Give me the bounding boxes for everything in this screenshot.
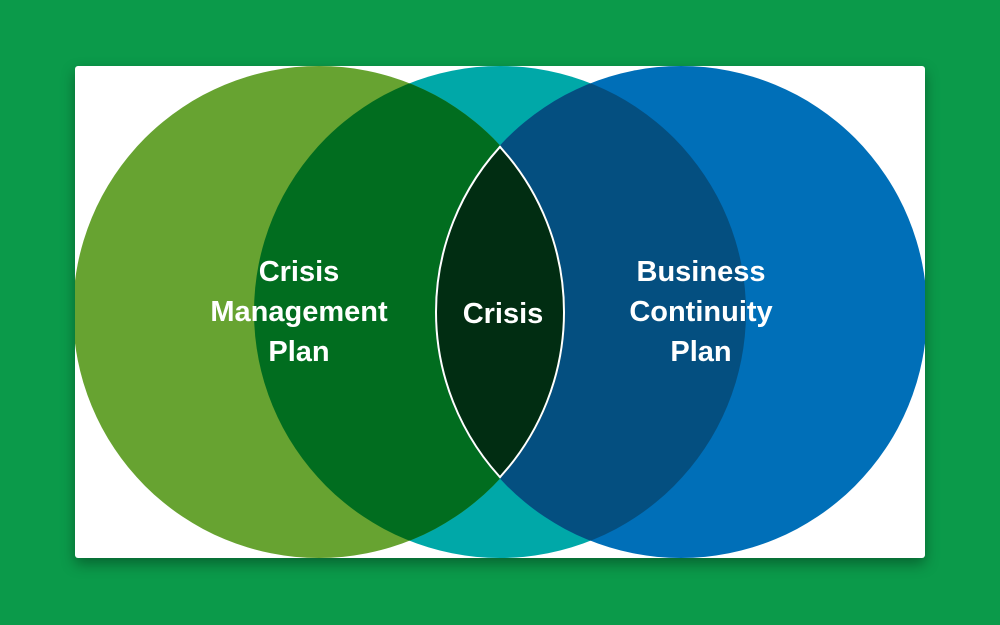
center-label: Crisis — [443, 294, 563, 334]
venn-diagram — [75, 66, 925, 558]
right-circle-label: Business Continuity Plan — [581, 252, 821, 372]
left-label-line-2: Management — [210, 296, 388, 328]
left-label-line-1: Crisis — [258, 256, 340, 288]
right-label-line-2: Continuity — [629, 296, 773, 328]
left-circle-label: Crisis Management Plan — [179, 252, 419, 372]
right-label-line-3: Plan — [670, 336, 732, 368]
slide-canvas: Crisis Management Plan Crisis Business C… — [75, 66, 925, 558]
left-label-line-3: Plan — [268, 336, 330, 368]
lens-left-edge — [435, 66, 565, 558]
right-label-line-1: Business — [636, 256, 766, 288]
lens-right-edge — [435, 66, 565, 558]
center-label-text: Crisis — [462, 298, 544, 330]
